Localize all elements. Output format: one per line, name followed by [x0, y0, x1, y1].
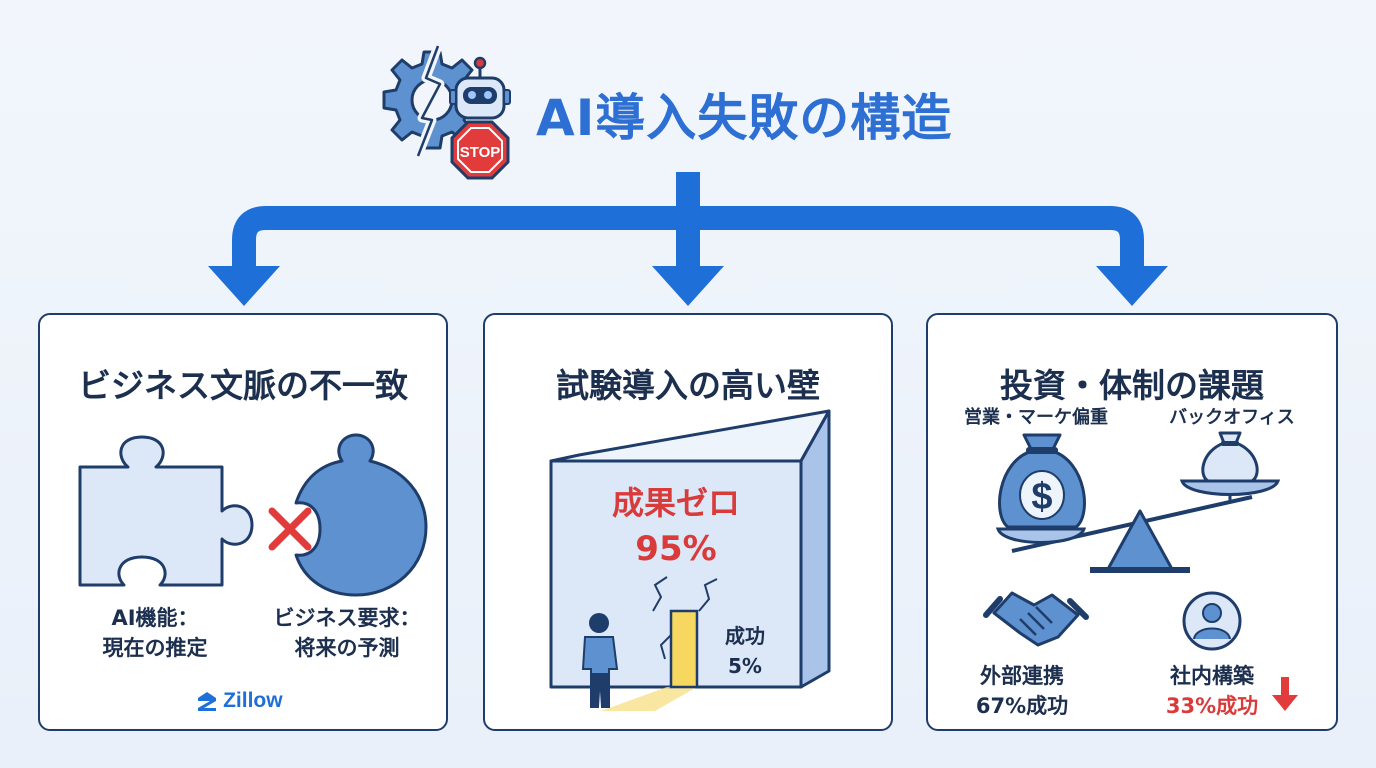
gear-icon	[382, 44, 482, 158]
card-title: ビジネス文脈の不一致	[78, 366, 408, 405]
card-investment-structure: 投資・体制の課題 営業・マーケ偏重 バックオフィス $	[926, 313, 1338, 731]
svg-text:$: $	[1031, 476, 1052, 518]
card-title: 投資・体制の課題	[1000, 366, 1264, 405]
handshake-icon	[983, 591, 1089, 647]
decrease-arrow-icon	[1272, 677, 1298, 711]
scale-right-label: バックオフィス	[1169, 407, 1295, 428]
success-crack-icon	[669, 609, 699, 689]
card-pilot-wall: 試験導入の高い壁 成果ゼロ 95% 成功 5%	[483, 313, 893, 731]
external-partnership-label: 外部連携 67%成功	[975, 664, 1069, 718]
arrow-center-icon	[652, 266, 724, 306]
user-avatar-icon	[1182, 591, 1242, 651]
stop-sign-icon: STOP	[450, 120, 510, 180]
broken-gear-robot-stop-icon: STOP	[382, 44, 511, 180]
robot-icon	[449, 56, 511, 120]
puzzle-mismatch-illustration	[78, 433, 428, 597]
flow-connector	[208, 172, 1168, 306]
imbalanced-scale-illustration: $	[983, 431, 1298, 711]
zillow-logo: Zillow	[196, 689, 283, 717]
puzzle-piece-round-icon	[294, 433, 428, 597]
success-label: 成功 5%	[725, 624, 765, 678]
puzzle-piece-light-icon	[78, 435, 254, 587]
person-icon	[581, 613, 619, 708]
business-requirement-label: ビジネス要求： 将来の予測	[273, 606, 421, 660]
internal-build-label: 社内構築 33%成功	[1165, 664, 1259, 718]
ai-capability-label: AI機能： 現在の推定	[102, 606, 208, 660]
small-bag-icon	[1201, 431, 1259, 483]
page-title: AI導入失敗の構造	[536, 89, 953, 147]
money-bag-icon: $	[998, 433, 1086, 529]
stop-sign-label: STOP	[460, 144, 501, 161]
scale-left-label: 営業・マーケ偏重	[964, 407, 1108, 428]
arrow-left-icon	[208, 266, 280, 306]
mismatch-x-icon	[268, 507, 312, 551]
wall-zero-result-value: 95%	[635, 529, 717, 569]
wall-illustration	[549, 409, 831, 711]
card-title: 試験導入の高い壁	[556, 366, 820, 405]
arrow-right-icon	[1096, 266, 1168, 306]
card-business-context: ビジネス文脈の不一致 AI機能： 現在の推定 ビジネス要求： 将来の予測 Zil…	[38, 313, 448, 731]
zillow-logo-icon	[198, 692, 216, 711]
wall-zero-result-label: 成果ゼロ	[611, 484, 740, 522]
